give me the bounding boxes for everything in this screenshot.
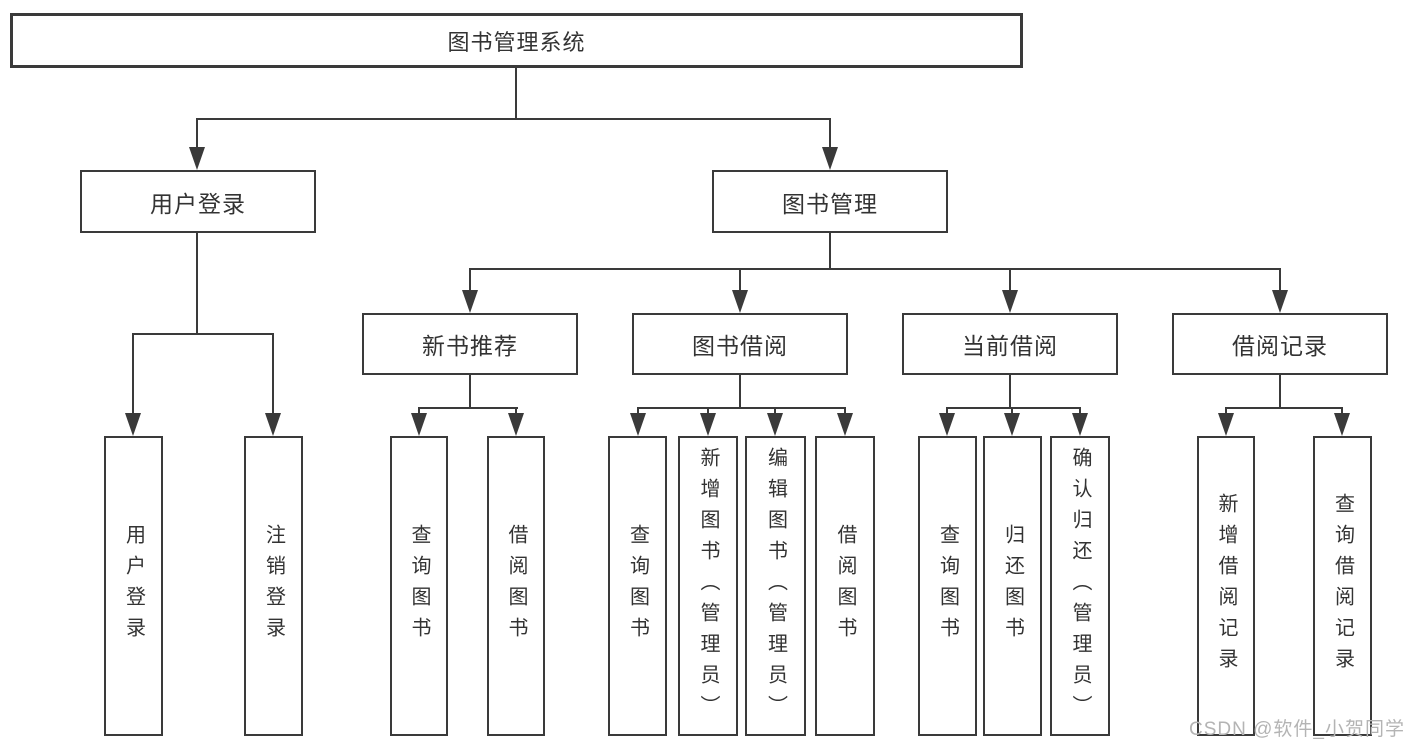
arrow-down-icon xyxy=(939,413,955,436)
arrow-down-icon xyxy=(1272,290,1288,313)
connector-line xyxy=(844,407,846,415)
node-book-borrowing: 图书借阅 xyxy=(632,313,848,375)
arrow-down-icon xyxy=(1334,413,1350,436)
connector-line xyxy=(272,333,274,415)
connector-line xyxy=(1009,268,1011,292)
connector-line xyxy=(418,407,420,415)
connector-line xyxy=(469,375,471,409)
node-borrowing-records: 借阅记录 xyxy=(1172,313,1388,375)
connector-line xyxy=(196,118,198,150)
leaf-label: 新增借阅记录 xyxy=(1215,493,1237,679)
leaf-label: 编辑图书（管理员） xyxy=(764,446,787,726)
leaf-label: 确认归还（管理员） xyxy=(1069,446,1091,726)
connector-line xyxy=(196,232,198,335)
connector-line xyxy=(132,333,134,415)
leaf-label: 查询借阅记录 xyxy=(1331,493,1354,679)
connector-line xyxy=(946,407,948,415)
connector-line xyxy=(707,407,709,415)
leaf-add-borrow-record: 新增借阅记录 xyxy=(1197,436,1255,736)
connector-line xyxy=(418,407,518,409)
arrow-down-icon xyxy=(732,290,748,313)
node-book-management: 图书管理 xyxy=(712,170,948,233)
arrow-down-icon xyxy=(189,147,205,170)
connector-line xyxy=(1011,407,1013,415)
arrow-down-icon xyxy=(411,413,427,436)
arrow-down-icon xyxy=(700,413,716,436)
arrow-down-icon xyxy=(508,413,524,436)
connector-line xyxy=(829,118,831,150)
leaf-return-book: 归还图书 xyxy=(983,436,1042,736)
leaf-label: 查询图书 xyxy=(408,524,430,648)
leaf-label: 借阅图书 xyxy=(505,524,527,648)
connector-line xyxy=(515,68,517,120)
arrow-down-icon xyxy=(462,290,478,313)
leaf-label: 查询图书 xyxy=(936,524,959,648)
connector-line xyxy=(515,407,517,415)
connector-line xyxy=(739,375,741,409)
connector-line xyxy=(774,407,776,415)
leaf-query-books-current: 查询图书 xyxy=(918,436,977,736)
leaf-user-login: 用户登录 xyxy=(104,436,163,736)
node-current-borrowing: 当前借阅 xyxy=(902,313,1118,375)
leaf-query-borrow-record: 查询借阅记录 xyxy=(1313,436,1372,736)
arrow-down-icon xyxy=(837,413,853,436)
connector-line xyxy=(946,407,1081,409)
arrow-down-icon xyxy=(767,413,783,436)
node-user-login: 用户登录 xyxy=(80,170,316,233)
arrow-down-icon xyxy=(125,413,141,436)
connector-line xyxy=(1341,407,1343,415)
arrow-down-icon xyxy=(822,147,838,170)
connector-line xyxy=(196,118,831,120)
connector-line xyxy=(829,232,831,270)
arrow-down-icon xyxy=(630,413,646,436)
connector-line xyxy=(1225,407,1227,415)
leaf-borrow-books-recommend: 借阅图书 xyxy=(487,436,545,736)
connector-line xyxy=(637,407,846,409)
leaf-label: 注销登录 xyxy=(262,524,285,648)
leaf-label: 归还图书 xyxy=(1001,524,1024,648)
leaf-label: 借阅图书 xyxy=(834,524,856,648)
connector-line xyxy=(469,268,471,292)
arrow-down-icon xyxy=(1218,413,1234,436)
connector-line xyxy=(132,333,274,335)
connector-line xyxy=(1009,375,1011,409)
leaf-logout: 注销登录 xyxy=(244,436,303,736)
connector-line xyxy=(1225,407,1343,409)
connector-line xyxy=(1079,407,1081,415)
leaf-borrow-books: 借阅图书 xyxy=(815,436,875,736)
arrow-down-icon xyxy=(265,413,281,436)
node-library-management-system: 图书管理系统 xyxy=(10,13,1023,68)
leaf-label: 查询图书 xyxy=(626,524,649,648)
leaf-query-books-borrow: 查询图书 xyxy=(608,436,667,736)
node-new-book-recommendation: 新书推荐 xyxy=(362,313,578,375)
watermark: CSDN @软件_小贺同学 xyxy=(1189,719,1405,740)
connector-line xyxy=(469,268,1281,270)
leaf-edit-book-admin: 编辑图书（管理员） xyxy=(745,436,806,736)
leaf-add-book-admin: 新增图书（管理员） xyxy=(678,436,738,736)
arrow-down-icon xyxy=(1002,290,1018,313)
connector-line xyxy=(1279,375,1281,409)
leaf-label: 新增图书（管理员） xyxy=(697,446,719,726)
leaf-label: 用户登录 xyxy=(122,524,145,648)
connector-line xyxy=(637,407,639,415)
leaf-query-books-recommend: 查询图书 xyxy=(390,436,448,736)
arrow-down-icon xyxy=(1004,413,1020,436)
connector-line xyxy=(739,268,741,292)
leaf-confirm-return-admin: 确认归还（管理员） xyxy=(1050,436,1110,736)
arrow-down-icon xyxy=(1072,413,1088,436)
connector-line xyxy=(1279,268,1281,292)
